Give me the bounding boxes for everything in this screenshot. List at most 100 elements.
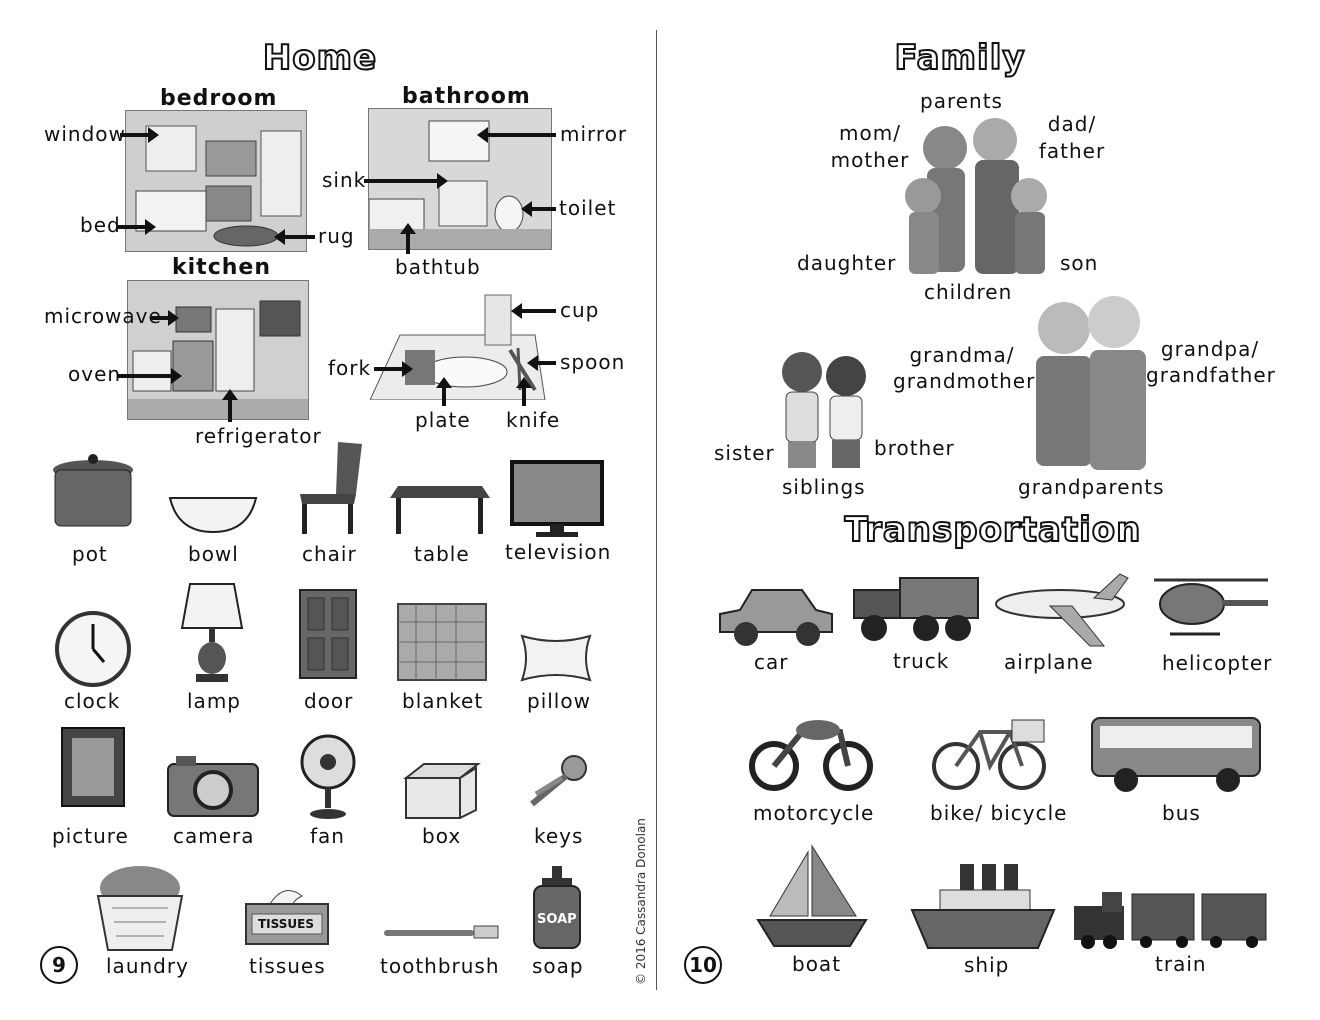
home-title: Home [262,37,378,79]
family-title: Family [893,37,1026,79]
television-label: television [505,540,612,564]
motorcycle-label: motorcycle [753,801,875,825]
bathtub-label: bathtub [395,255,481,279]
helicopter-icon [1154,578,1268,636]
clock-label: clock [64,689,121,713]
mom-mother-label: mom/ mother [830,121,910,172]
children-label: children [924,280,1013,304]
grandpa-label: grandpa/ grandfather [1146,337,1276,387]
bus-icon [1091,717,1261,792]
table-setting-picture [369,290,550,401]
toilet-label: toilet [559,196,617,220]
laundry-label: laundry [106,954,189,978]
window-arrow [120,127,159,143]
toothbrush-label: toothbrush [380,954,500,978]
parents-label: parents [920,89,1003,113]
sister-label: sister [714,441,775,465]
siblings-label: siblings [782,475,866,499]
oven-label: oven [68,362,122,386]
fan-icon [300,734,356,819]
kitchen-picture [127,280,309,420]
sink-label: sink [322,168,367,192]
page-number-left: 9 [40,946,78,984]
knife-arrow [516,377,532,406]
pot-icon [53,454,133,527]
chair-label: chair [302,542,357,566]
page-number-right: 10 [684,946,722,984]
plate-arrow [436,377,452,406]
bed-arrow [117,219,156,235]
lamp-icon [180,583,244,682]
tissues-box-text: TISSUES [258,917,314,931]
bedroom-heading: bedroom [160,86,278,111]
bowl-icon [168,497,258,534]
soap-bottle-text: SOAP [537,912,577,927]
pot-label: pot [72,542,108,566]
picture-icon [61,727,125,807]
siblings-picture [782,352,866,468]
cup-arrow [511,303,556,319]
grandparents-label: grandparents [1018,475,1165,499]
chair-icon [300,442,362,534]
pillow-icon [520,634,592,682]
oven-arrow [118,368,182,384]
soap-icon: SOAP [532,866,582,950]
brother-label: brother [874,436,955,460]
airplane-icon [995,573,1129,647]
door-label: door [304,689,354,713]
truck-icon [853,577,979,641]
bicycle-label: bike/ bicycle [930,801,1068,825]
boat-icon [756,844,868,947]
picture-label: picture [52,824,129,848]
lamp-label: lamp [187,689,241,713]
keys-label: keys [534,824,584,848]
box-icon [403,763,481,819]
door-icon [299,589,357,679]
plate-label: plate [415,408,471,432]
rug-arrow [274,229,315,245]
bus-label: bus [1162,801,1201,825]
bed-label: bed [80,213,121,237]
truck-label: truck [893,649,950,673]
bathtub-arrow [400,223,416,254]
car-icon [719,589,833,646]
pillow-label: pillow [527,689,591,713]
bowl-label: bowl [188,542,239,566]
bathroom-heading: bathroom [402,84,531,109]
ship-icon [910,864,1056,949]
television-icon [510,460,604,537]
fork-arrow [374,361,413,377]
microwave-label: microwave [44,304,162,328]
grandma-label: grandma/ grandmother [893,343,1036,393]
refrigerator-label: refrigerator [195,424,322,448]
bicycle-icon [932,719,1046,790]
keys-icon [530,755,587,807]
airplane-label: airplane [1004,650,1094,674]
table-icon [390,486,490,534]
copyright-text: © 2016 Cassandra Donolan [634,818,648,985]
train-label: train [1155,952,1207,976]
rug-label: rug [318,224,355,248]
blanket-icon [397,603,487,681]
motorcycle-icon [749,720,873,791]
table-label: table [414,542,470,566]
family-picture [905,118,1047,274]
train-icon [1074,892,1267,949]
fork-label: fork [328,356,372,380]
helicopter-label: helicopter [1162,651,1273,675]
grandparents-picture [1036,296,1146,470]
transportation-title: Transportation [844,509,1142,551]
dad-father-label: dad/ father [1038,112,1106,163]
window-label: window [44,122,126,146]
box-label: box [422,824,462,848]
fan-label: fan [310,824,345,848]
microwave-arrow [150,310,179,326]
cup-label: cup [560,298,600,322]
tissues-icon: TISSUES [244,882,330,946]
spoon-label: spoon [560,350,626,374]
spoon-arrow [527,355,556,371]
camera-label: camera [173,824,255,848]
kitchen-heading: kitchen [172,255,271,280]
page-divider [656,30,657,990]
blanket-label: blanket [402,689,484,713]
